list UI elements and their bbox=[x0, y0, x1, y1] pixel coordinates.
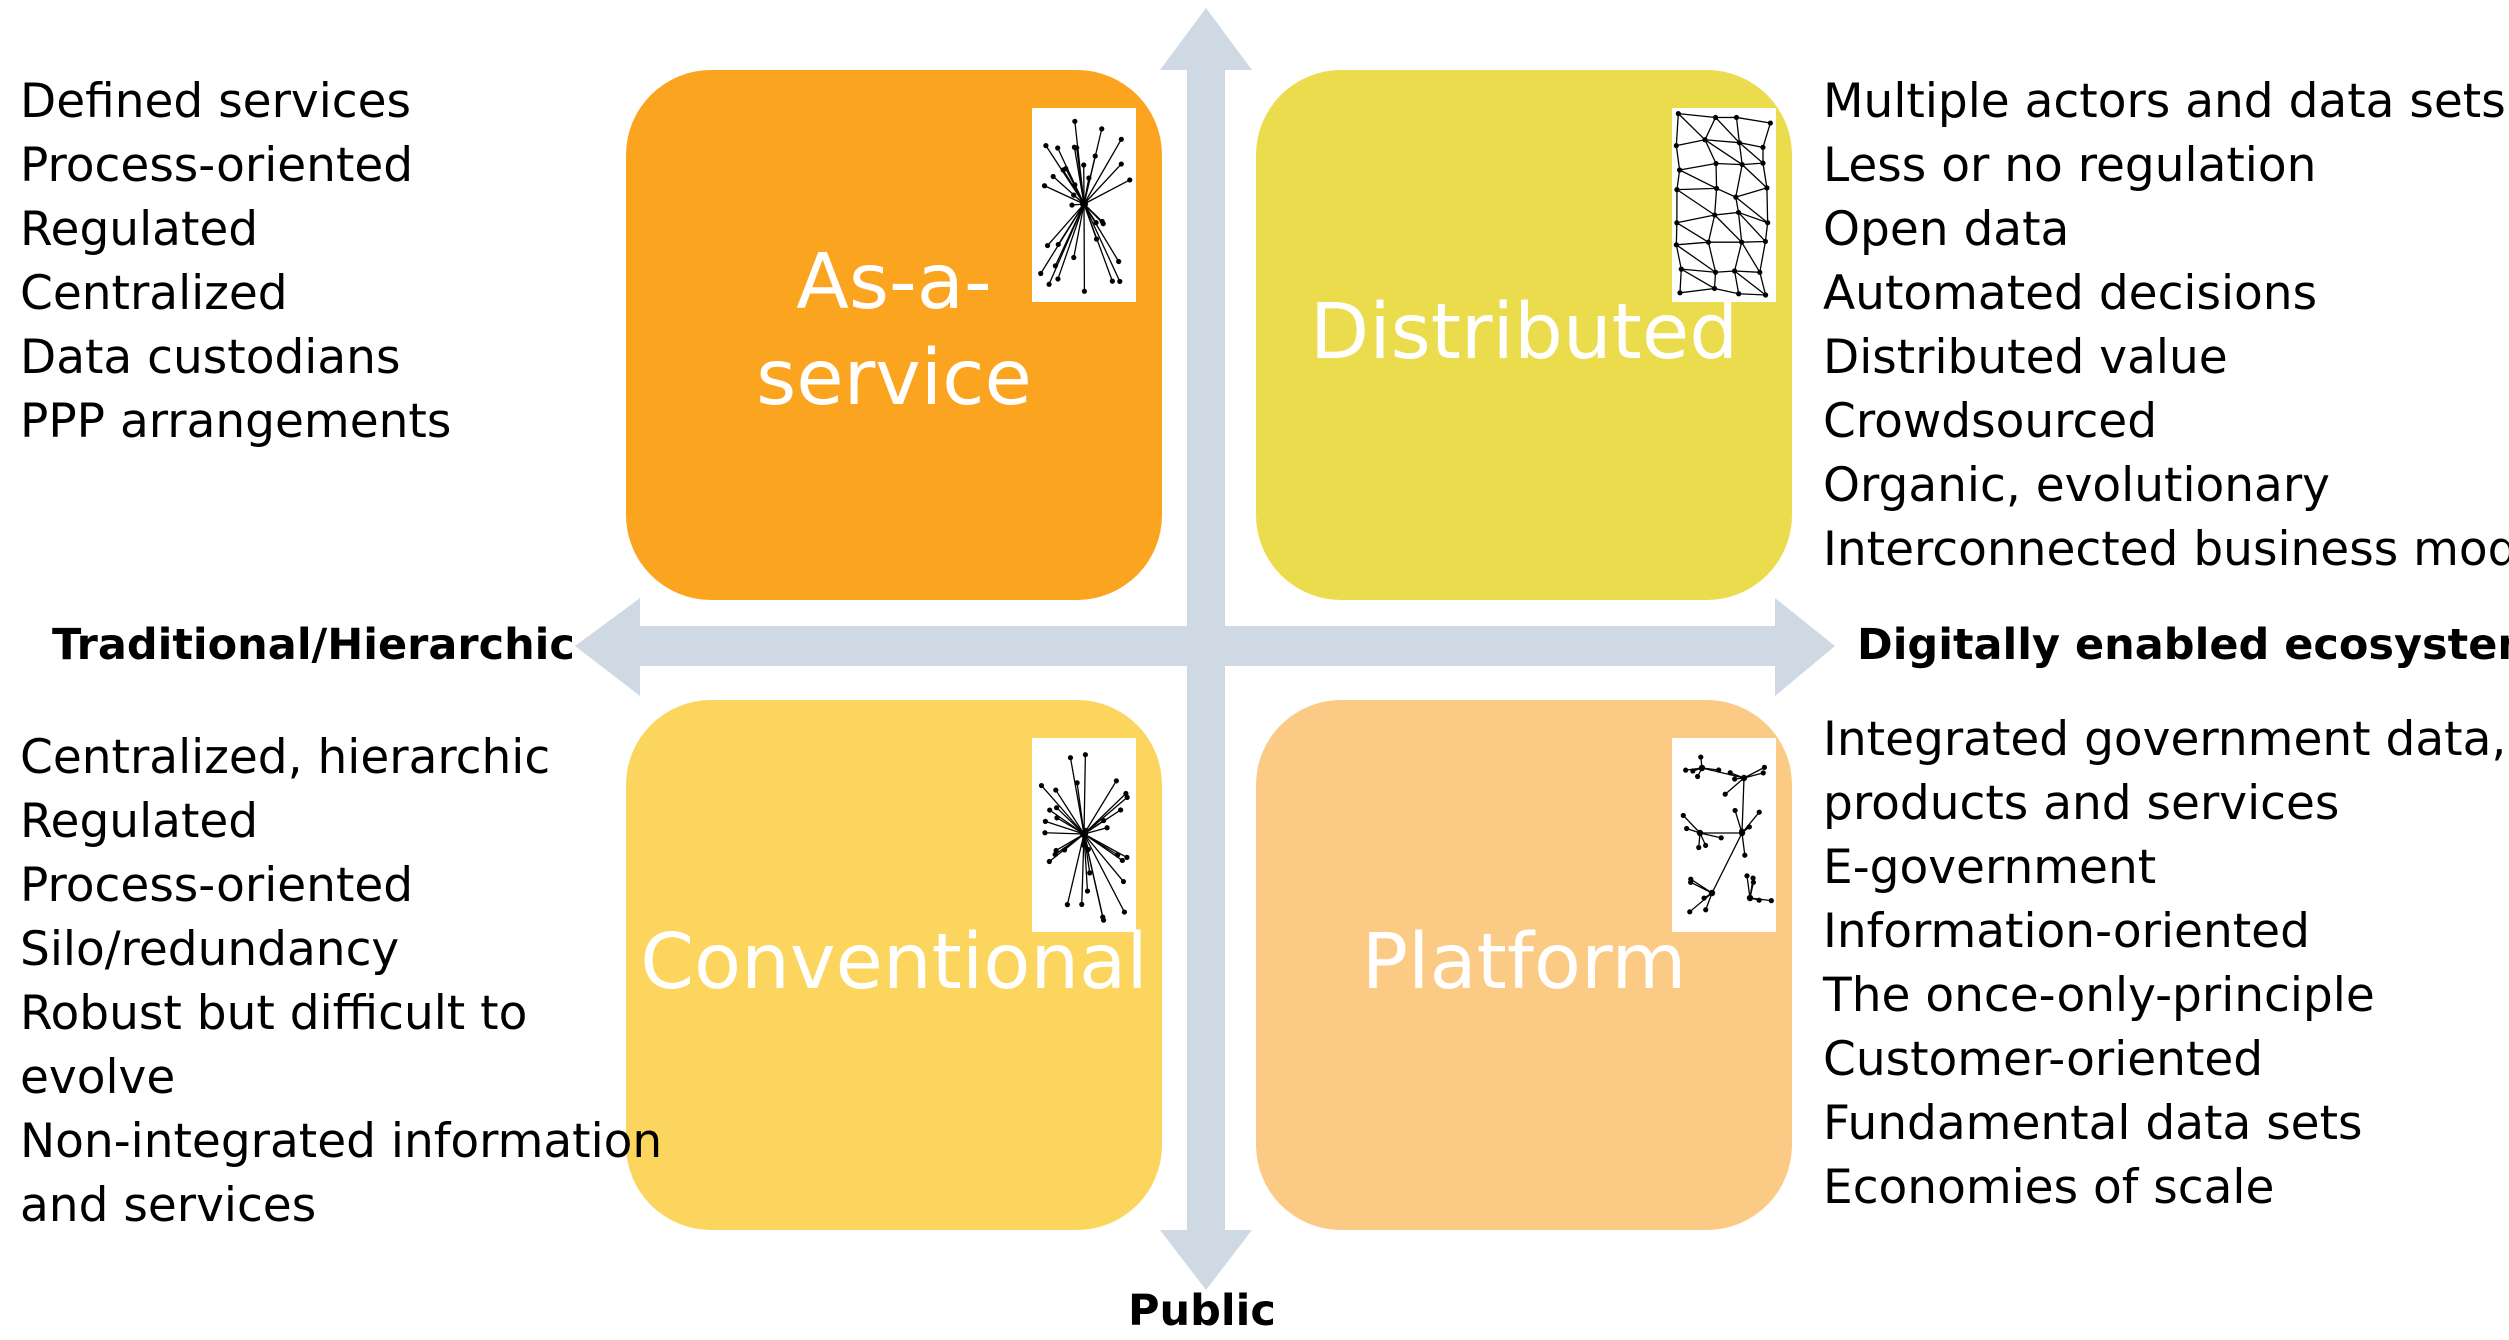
list-item: Robust but difficult to bbox=[20, 986, 528, 1041]
as-a-service-label: As-a- service bbox=[626, 235, 1162, 428]
down-arrow-head bbox=[1160, 1230, 1252, 1290]
list-item: Data custodians bbox=[20, 330, 401, 385]
left-arrow-head bbox=[575, 598, 640, 696]
conventional-characteristics: Centralized, hierarchic Regulated Proces… bbox=[20, 726, 662, 1238]
list-item: Interconnected business models bbox=[1823, 522, 2509, 577]
list-item: products and services bbox=[1823, 776, 2340, 831]
cluster-network-icon bbox=[1672, 738, 1776, 932]
list-item: Integrated government data, bbox=[1823, 712, 2507, 767]
list-item: Crowdsourced bbox=[1823, 394, 2158, 449]
hub-network-icon bbox=[1032, 108, 1136, 302]
list-item: Organic, evolutionary bbox=[1823, 458, 2330, 513]
list-item: Process-oriented bbox=[20, 858, 414, 913]
hub-network-icon bbox=[1032, 738, 1136, 932]
list-item: and services bbox=[20, 1178, 317, 1233]
list-item: Silo/redundancy bbox=[20, 922, 400, 977]
list-item: Distributed value bbox=[1823, 330, 2228, 385]
distributed-label: Distributed bbox=[1309, 288, 1739, 377]
list-item: Information-oriented bbox=[1823, 904, 2310, 959]
as-a-service-characteristics: Defined services Process-oriented Regula… bbox=[20, 70, 451, 454]
as-a-service-quadrant: As-a- service bbox=[626, 70, 1162, 600]
list-item: Customer-oriented bbox=[1823, 1032, 2264, 1087]
mesh-network-icon bbox=[1672, 108, 1776, 302]
platform-label: Platform bbox=[1361, 918, 1687, 1007]
list-item: E-government bbox=[1823, 840, 2157, 895]
list-item: Process-oriented bbox=[20, 138, 414, 193]
distributed-characteristics: Multiple actors and data sets Less or no… bbox=[1823, 70, 2509, 582]
list-item: Defined services bbox=[20, 74, 412, 129]
list-item: Centralized bbox=[20, 266, 288, 321]
list-item: Regulated bbox=[20, 794, 259, 849]
horizontal-axis bbox=[640, 626, 1780, 666]
as-a-service-label-line2: service bbox=[756, 334, 1032, 424]
up-arrow-head bbox=[1160, 8, 1252, 70]
list-item: evolve bbox=[20, 1050, 176, 1105]
right-arrow-head bbox=[1775, 598, 1835, 696]
list-item: PPP arrangements bbox=[20, 394, 452, 449]
list-item: Centralized, hierarchic bbox=[20, 730, 551, 785]
platform-quadrant: Platform bbox=[1256, 700, 1792, 1230]
list-item: Open data bbox=[1823, 202, 2070, 257]
conventional-label: Conventional bbox=[640, 918, 1148, 1007]
list-item: Fundamental data sets bbox=[1823, 1096, 2363, 1151]
list-item: Automated decisions bbox=[1823, 266, 2318, 321]
list-item: The once-only-principle bbox=[1823, 968, 2375, 1023]
list-item: Regulated bbox=[20, 202, 259, 257]
list-item: Multiple actors and data sets bbox=[1823, 74, 2506, 129]
axis-label-bottom: Public bbox=[1128, 1286, 1276, 1336]
axis-label-left: Traditional/Hierarchic bbox=[52, 620, 575, 670]
as-a-service-label-line1: As-a- bbox=[796, 238, 992, 327]
platform-characteristics: Integrated government data, products and… bbox=[1823, 708, 2506, 1220]
distributed-quadrant: Distributed bbox=[1256, 70, 1792, 600]
conventional-quadrant: Conventional bbox=[626, 700, 1162, 1230]
list-item: Non-integrated information bbox=[20, 1114, 663, 1169]
list-item: Less or no regulation bbox=[1823, 138, 2317, 193]
axis-label-right: Digitally enabled ecosystem bbox=[1857, 620, 2509, 670]
list-item: Economies of scale bbox=[1823, 1160, 2275, 1215]
